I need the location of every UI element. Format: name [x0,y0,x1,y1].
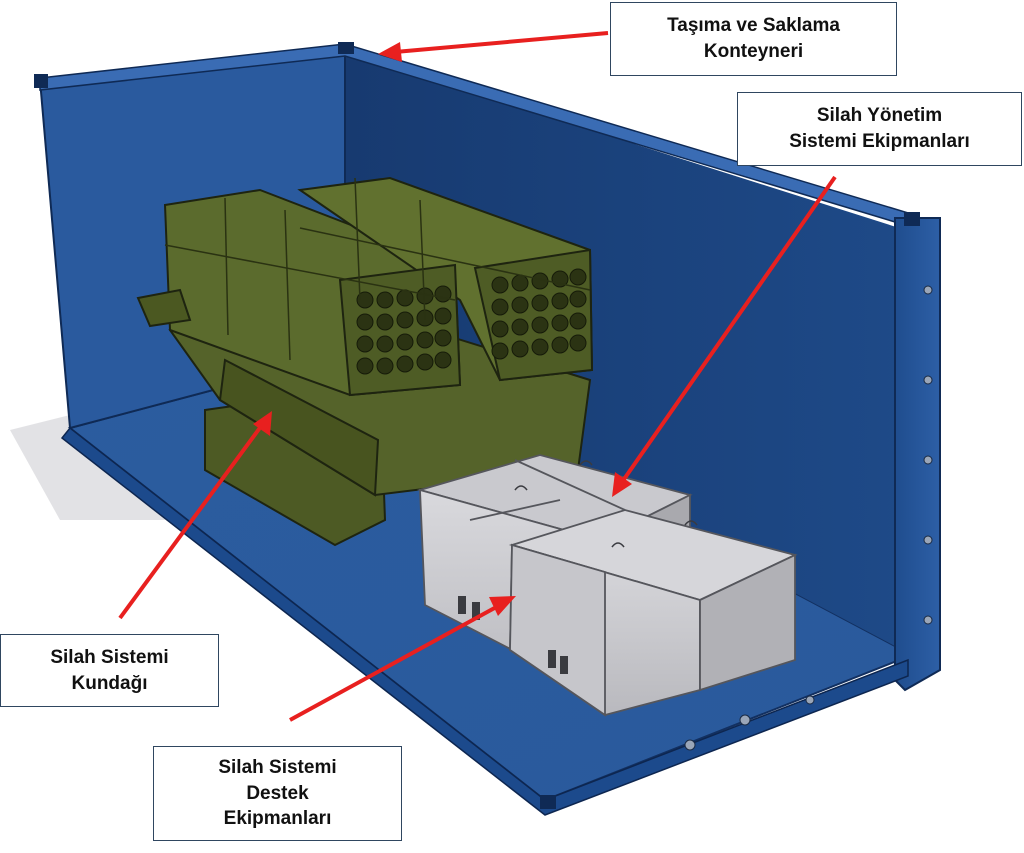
callout-container: Taşıma ve Saklama Konteyneri [610,2,897,76]
callout-weapon-management-line-1: Silah Yönetim [816,105,943,127]
callout-container-line-2: Konteyneri [703,41,804,62]
launcher-cradle-side [218,358,380,497]
container-right-frame [894,217,941,692]
arrow-support-equipment [289,603,501,722]
container-back-wall [345,52,912,655]
arrow-container [394,31,609,54]
support-equipment-boxes [416,454,798,717]
arrow-weapon-management [620,175,837,484]
arrow-weapon-mount [118,423,264,620]
callout-weapon-mount: Silah Sistemi Kundağı [0,634,219,707]
pointer-arrows [118,31,837,722]
callout-support-equipment-line-2: Destek [246,782,309,804]
callout-support-equipment: Silah Sistemi Destek Ekipmanları [153,746,402,841]
callout-weapon-mount-line-1: Silah Sistemi [50,646,169,668]
launcher-tubes [356,268,587,375]
callout-support-equipment-line-3: Ekipmanları [223,808,332,830]
callout-weapon-mount-line-2: Kundağı [71,672,148,694]
callout-weapon-management: Silah Yönetim Sistemi Ekipmanları [737,92,1022,166]
callout-weapon-management-line-2: Sistemi Ekipmanları [789,131,970,152]
callout-container-line-1: Taşıma ve Saklama [667,15,840,37]
callout-support-equipment-line-1: Silah Sistemi [218,757,337,779]
